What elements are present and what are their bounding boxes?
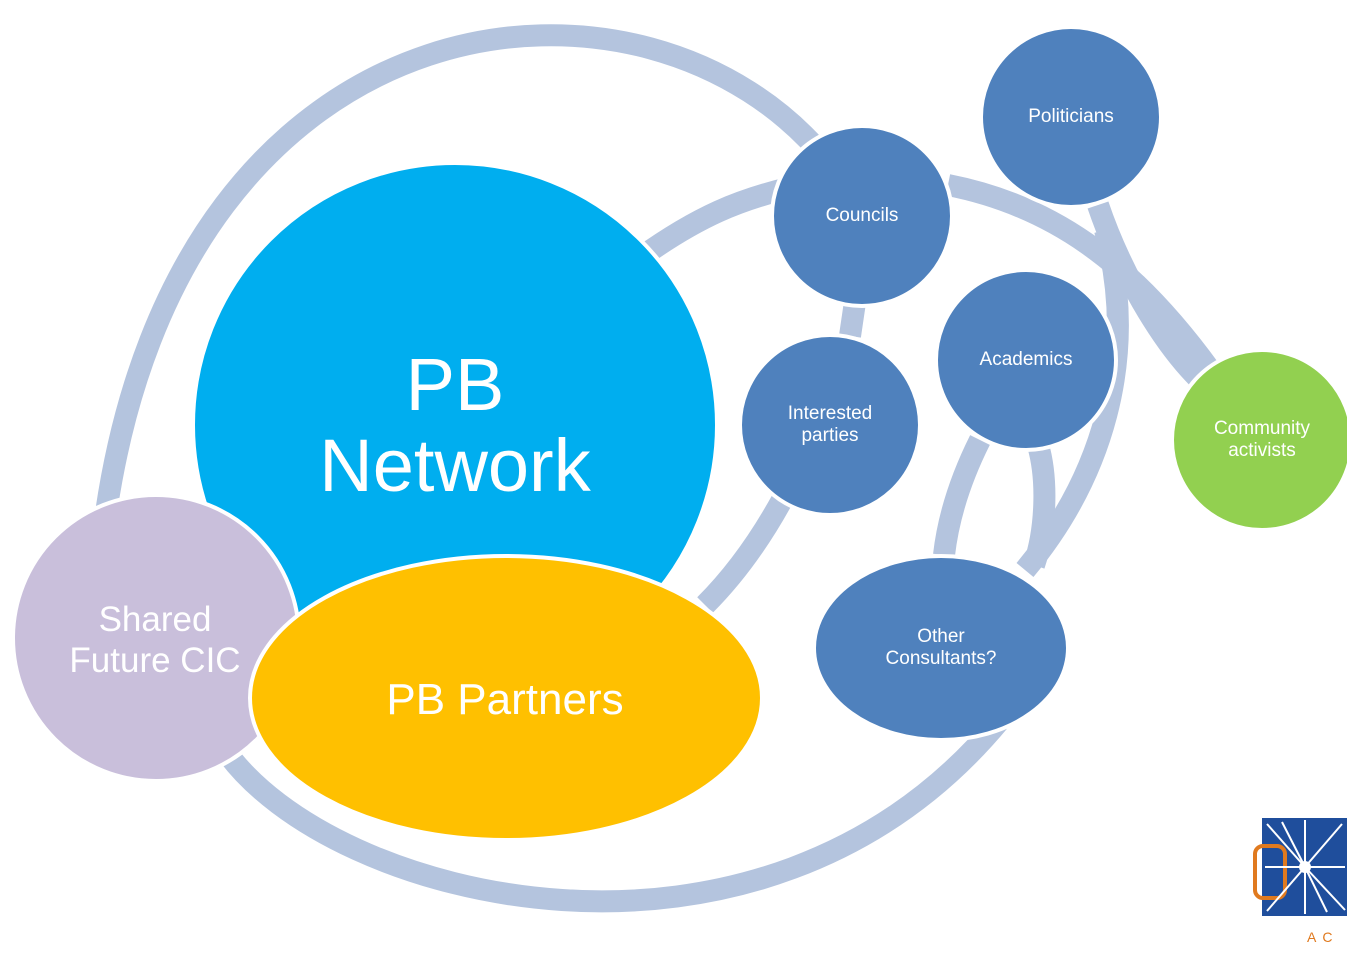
councils-to-interested-connector [839,300,866,338]
other-consultants-label-line2: Consultants? [885,648,997,669]
other-consultants-label: Other Consultants? [856,621,1026,675]
pb-partners-label: PB Partners [300,660,710,740]
community-activists-label-line1: Community [1213,417,1311,439]
interested-parties-node [738,333,922,517]
organisation-logo-icon: AC [1253,818,1347,945]
interested-to-partners-connector [697,494,792,613]
pb-partners-node [248,554,764,842]
logo-partial-text: AC [1307,929,1338,945]
interested-parties-label-line2: parties [801,425,859,446]
shared-future-label-line1: Shared [98,599,212,639]
academics-node [934,268,1118,452]
politicians-label-text: Politicians [1028,105,1114,127]
shared-future-label: Shared Future CIC [40,590,270,690]
interested-parties-label: Interested parties [750,398,910,452]
pb-partners-label-text: PB Partners [386,675,624,725]
academics-label-text: Academics [979,348,1073,370]
academics-label: Academics [946,344,1106,376]
community-activists-label-line2: activists [1228,440,1296,461]
pb-network-label-line1: PB [405,342,505,426]
community-activists-node [1170,348,1347,532]
councils-label: Councils [782,200,942,232]
politicians-to-activists-connector [1087,201,1206,386]
other-consultants-label-line1: Other [917,625,965,647]
politicians-node [979,25,1163,209]
connector-lines [94,24,1219,913]
shared-future-label-line2: Future CIC [69,641,241,680]
community-activists-label: Community activists [1182,413,1342,467]
pb-network-label-line2: Network [319,424,591,507]
inner-arc-connector [633,174,1219,377]
interested-parties-label-line1: Interested [787,402,873,424]
outer-ring-connector [94,24,1009,913]
pb-network-label: PB Network [260,320,650,530]
other-consultants-node [812,554,1070,742]
consultants-to-politicians-connector [1016,227,1129,578]
academics-to-consultants-left-connector [933,435,990,557]
politicians-label: Politicians [991,101,1151,133]
councils-node [770,124,954,308]
councils-label-text: Councils [825,204,899,226]
